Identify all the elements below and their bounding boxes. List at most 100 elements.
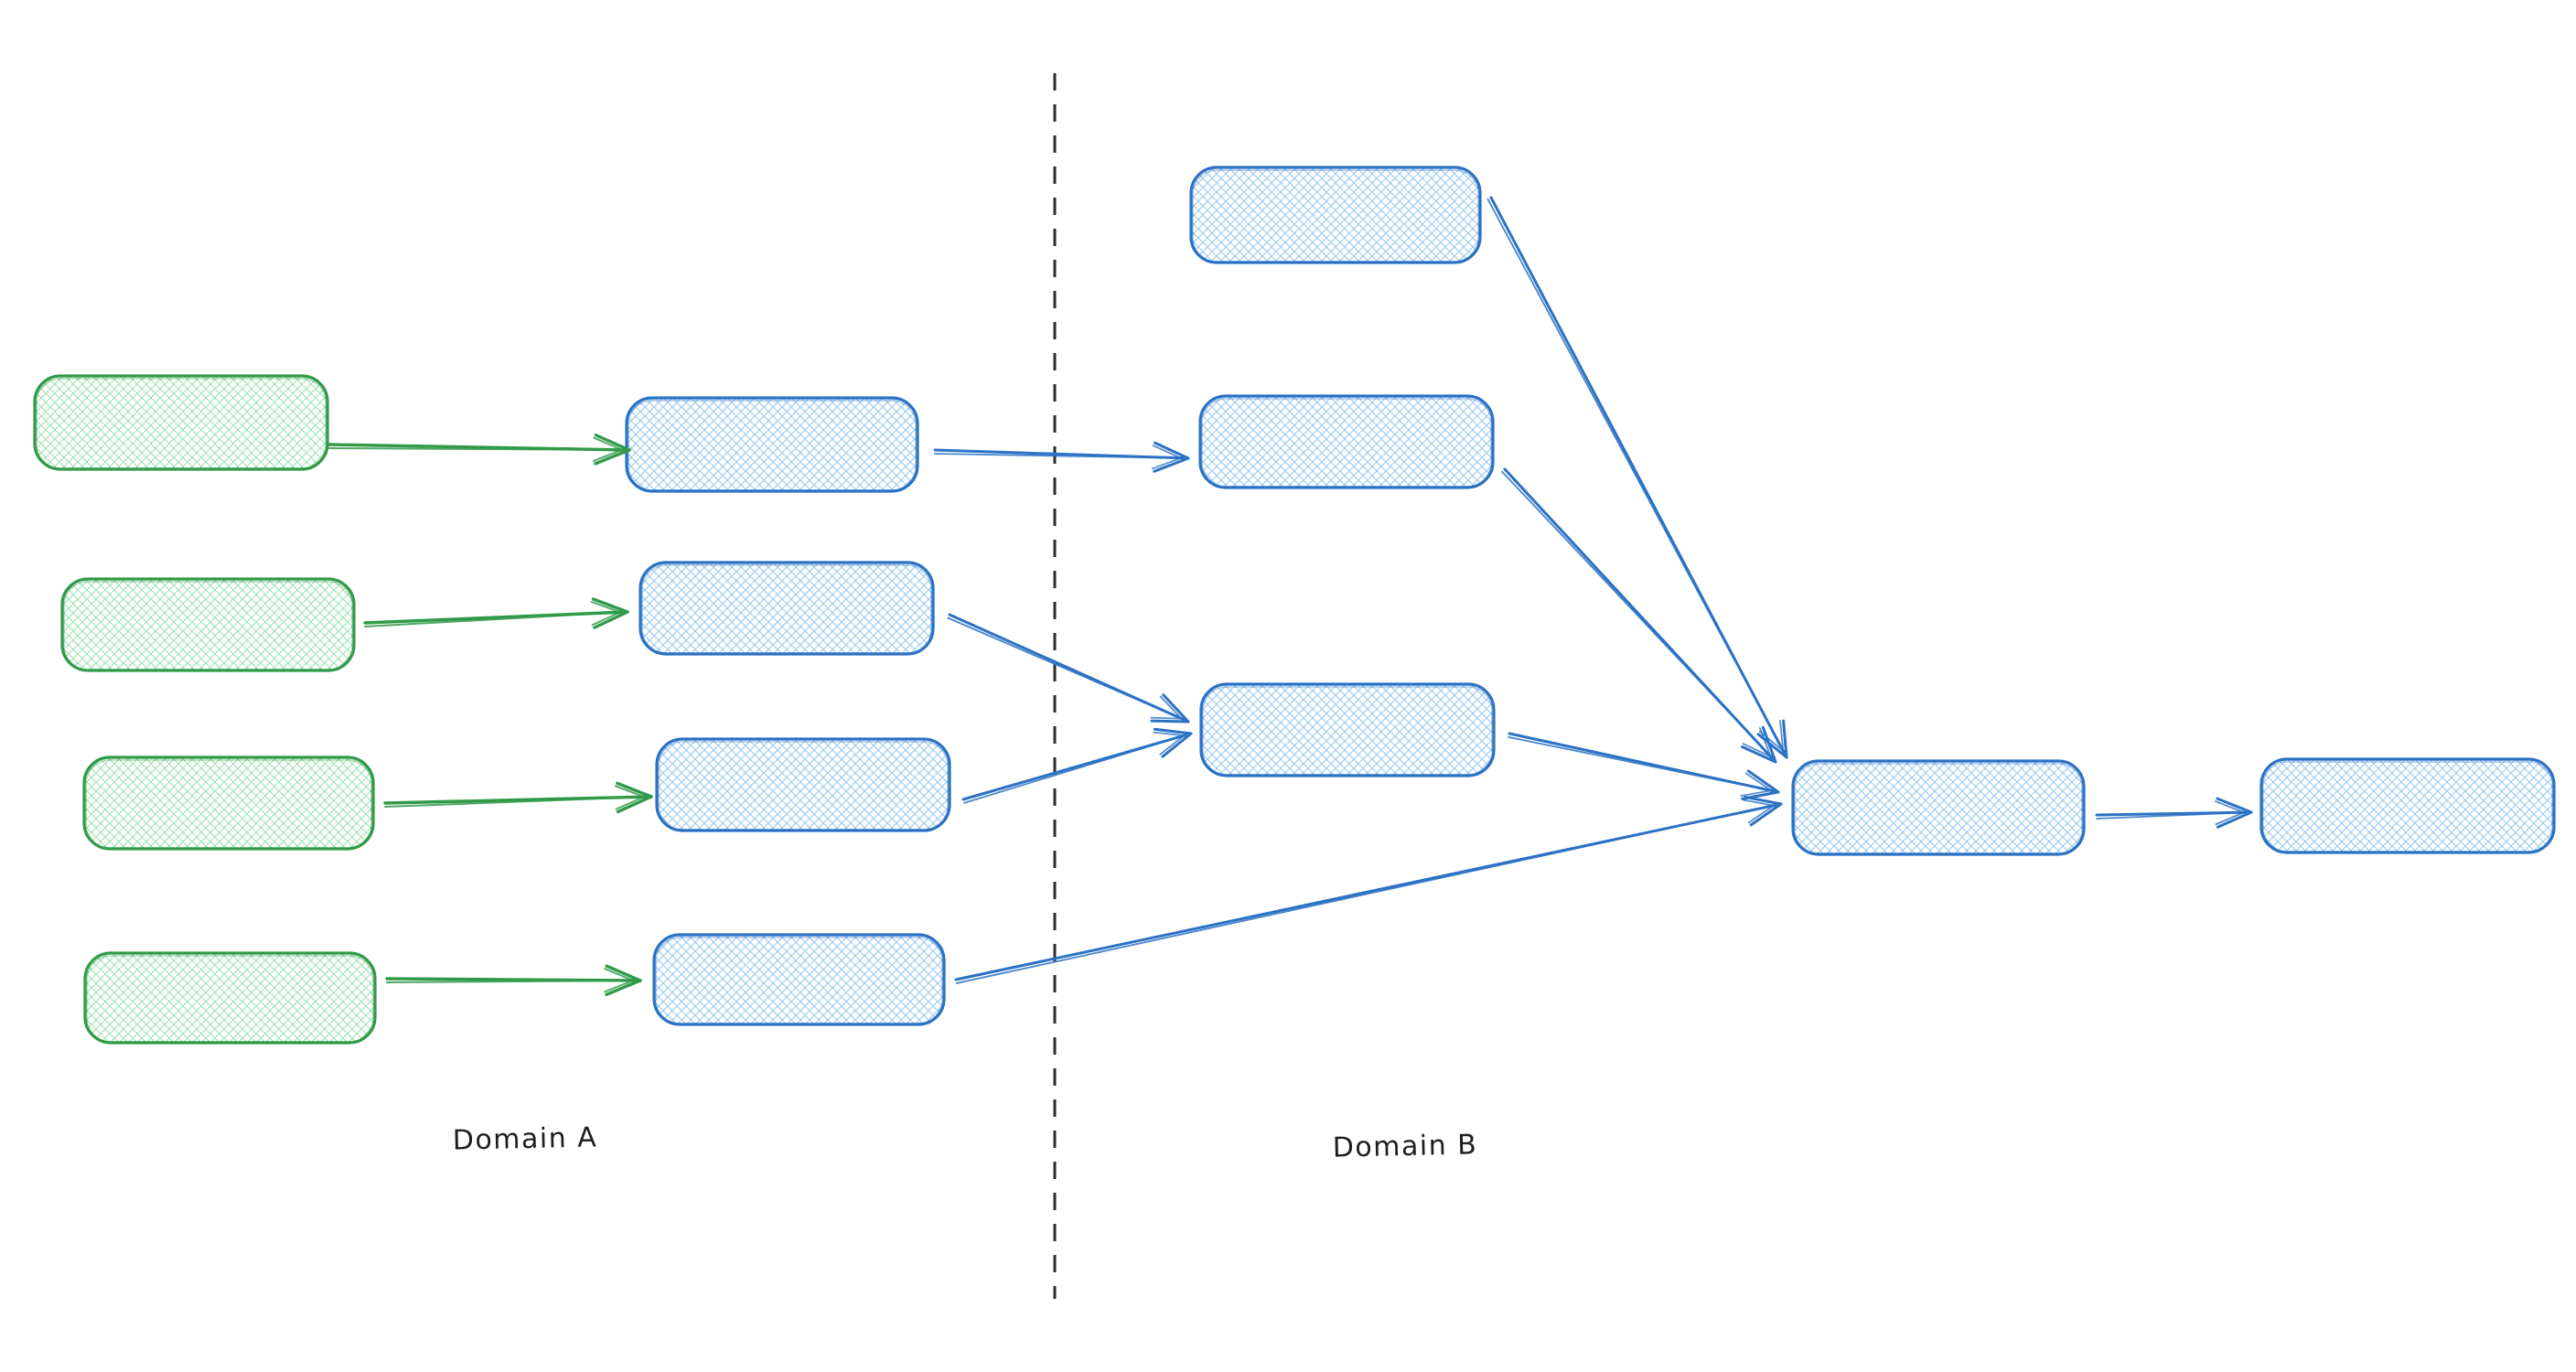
arrow-b-merge-to-b-output-head-wing — [2216, 797, 2253, 814]
node-a-source-4-box — [83, 951, 377, 1045]
node-b-node-3-sketch-stroke — [1202, 686, 1493, 776]
arrow-b-node-3-to-b-merge — [1508, 732, 1780, 800]
arrow-a-source-1-to-a-stage-1-head-wing — [594, 448, 631, 466]
arrow-b-node-1-to-b-merge-head-wing — [1782, 719, 1788, 759]
node-b-node-3 — [1199, 682, 1496, 777]
node-a-source-3 — [82, 756, 375, 851]
node-b-node-2 — [1198, 394, 1495, 489]
node-a-stage-2-sketch-stroke — [641, 564, 932, 654]
arrow-a-stage-4-to-b-merge — [954, 795, 1783, 984]
arrow-a-stage-2-to-b-node-3-head-wing-sketch — [1150, 716, 1187, 720]
arrow-a-source-2-to-a-stage-2-sketch-shaft — [364, 613, 592, 628]
arrow-a-stage-2-to-b-node-3-sketch-shaft — [947, 616, 1156, 709]
arrow-a-source-4-to-a-stage-4-head-wing — [605, 964, 642, 982]
node-a-stage-3-box — [655, 737, 951, 832]
arrow-b-node-2-to-b-merge-head-wing — [1761, 725, 1777, 764]
arrow-b-node-3-to-b-merge-head-wing-sketch — [1740, 788, 1777, 797]
arrow-a-source-3-to-a-stage-3-head-wing — [616, 781, 653, 799]
arrow-a-source-1-to-a-stage-1-head-wing — [594, 434, 631, 452]
arrow-b-merge-to-b-output-head-wing — [2216, 810, 2253, 829]
node-a-stage-4-box — [652, 933, 946, 1026]
node-a-source-3-sketch-stroke — [85, 759, 372, 849]
arrow-b-node-2-to-b-merge-head-wing — [1741, 745, 1777, 764]
node-a-source-4 — [83, 951, 377, 1045]
node-a-stage-1-box — [625, 396, 919, 493]
arrow-a-source-1-to-a-stage-1 — [327, 434, 631, 466]
node-a-source-4-sketch-stroke — [86, 955, 374, 1043]
arrow-b-node-3-to-b-merge-head-wing — [1741, 790, 1780, 800]
arrow-a-stage-1-to-b-node-2-head-wing-sketch — [1151, 456, 1186, 470]
node-b-output-sketch-stroke — [2262, 761, 2553, 852]
arrow-a-source-1-to-a-stage-1-head-wing-sketch — [592, 446, 628, 462]
node-a-source-2-box — [60, 577, 356, 672]
node-a-source-1 — [33, 374, 329, 471]
node-a-source-1-sketch-stroke — [36, 378, 327, 469]
arrow-a-source-2-to-a-stage-2-head-wing — [593, 610, 629, 629]
arrow-a-stage-3-to-b-node-3-head-wing-sketch — [1159, 732, 1189, 756]
arrow-b-node-3-to-b-merge-head-wing — [1746, 769, 1780, 794]
arrow-a-stage-1-to-b-node-2-head-wing — [1153, 456, 1190, 473]
arrow-a-stage-1-to-b-node-2 — [933, 441, 1190, 473]
domain-a-label: Domain A — [452, 1121, 598, 1157]
node-a-stage-2-box — [639, 561, 935, 656]
arrow-b-node-1-to-b-merge — [1487, 196, 1788, 759]
arrow-a-source-3-to-a-stage-3-sketch-shaft — [384, 797, 616, 809]
arrow-a-source-3-to-a-stage-3-head-wing — [616, 795, 653, 814]
node-a-source-1-box — [33, 374, 329, 471]
node-a-stage-4-sketch-stroke — [655, 937, 943, 1024]
arrow-a-stage-3-to-b-node-3-head-wing — [1161, 732, 1193, 758]
node-b-node-1-sketch-stroke — [1192, 169, 1479, 263]
arrow-a-source-2-to-a-stage-2-head-wing — [591, 597, 629, 614]
node-a-source-2-sketch-stroke — [63, 581, 353, 670]
node-b-node-1-box — [1189, 166, 1482, 264]
node-a-source-3-box — [82, 756, 375, 851]
node-a-stage-3-sketch-stroke — [658, 741, 949, 831]
arrow-a-source-1-to-a-stage-1-sketch-shaft — [327, 446, 589, 451]
node-b-merge — [1791, 759, 2086, 856]
arrow-a-stage-3-to-b-node-3-head-wing — [1153, 727, 1193, 735]
node-b-merge-box — [1791, 759, 2086, 856]
node-a-stage-4 — [652, 933, 946, 1026]
arrow-a-stage-3-to-b-node-3-sketch-shaft — [963, 742, 1161, 804]
arrow-a-source-4-to-a-stage-4-sketch-shaft — [385, 980, 606, 984]
arrow-b-node-2-to-b-merge-sketch-shaft — [1501, 470, 1739, 723]
arrow-a-source-3-to-a-stage-3-head-wing-sketch — [615, 794, 649, 810]
arrow-b-node-2-to-b-merge-head-wing-sketch — [1742, 743, 1776, 760]
node-b-node-2-sketch-stroke — [1201, 398, 1492, 488]
arrow-a-stage-2-to-b-node-3 — [947, 613, 1190, 724]
arrow-b-node-1-to-b-merge-sketch-shaft — [1487, 198, 1746, 681]
arrow-a-stage-4-to-b-merge-head-wing-sketch — [1747, 801, 1779, 824]
arrow-b-merge-to-b-output — [2095, 797, 2253, 829]
node-b-output-box — [2259, 757, 2556, 854]
domain-b-label: Domain B — [1332, 1129, 1478, 1164]
arrow-a-stage-1-to-b-node-2-sketch-shaft — [933, 453, 1154, 459]
arrow-a-source-4-to-a-stage-4 — [385, 964, 642, 997]
node-b-node-3-box — [1199, 682, 1496, 777]
arrow-a-stage-2-to-b-node-3-head-wing — [1150, 719, 1190, 724]
arrow-b-merge-to-b-output-sketch-shaft — [2096, 811, 2231, 820]
arrow-a-source-4-to-a-stage-4-head-wing-sketch — [604, 977, 639, 993]
arrow-a-stage-4-to-b-merge-sketch-shaft — [955, 828, 1667, 984]
node-a-stage-2 — [639, 561, 935, 656]
node-b-merge-sketch-stroke — [1794, 763, 2083, 854]
node-a-stage-1-sketch-stroke — [628, 400, 917, 491]
arrow-a-source-4-to-a-stage-4-head-wing — [605, 979, 642, 997]
arrow-b-merge-to-b-output-head-wing-sketch — [2215, 809, 2249, 826]
arrow-a-source-3-to-a-stage-3 — [383, 781, 653, 814]
node-a-stage-3 — [655, 737, 951, 832]
node-a-source-2 — [60, 577, 356, 672]
arrow-a-stage-3-to-b-node-3 — [961, 727, 1193, 804]
arrow-a-stage-4-to-b-merge-head-wing — [1749, 802, 1783, 827]
arrow-a-source-2-to-a-stage-2-head-wing-sketch — [591, 609, 626, 627]
arrow-b-node-1-to-b-merge-head-wing-sketch — [1758, 730, 1788, 756]
node-b-node-1 — [1189, 166, 1482, 264]
arrow-a-source-2-to-a-stage-2 — [363, 597, 629, 629]
arrow-b-node-2-to-b-merge — [1501, 467, 1777, 764]
arrow-b-node-3-to-b-merge-sketch-shaft — [1508, 735, 1742, 786]
node-a-stage-1 — [625, 396, 919, 493]
arrow-a-stage-2-to-b-node-3-head-wing — [1162, 693, 1190, 724]
node-b-node-2-box — [1198, 394, 1495, 489]
arrow-a-stage-1-to-b-node-2-head-wing — [1154, 441, 1190, 460]
